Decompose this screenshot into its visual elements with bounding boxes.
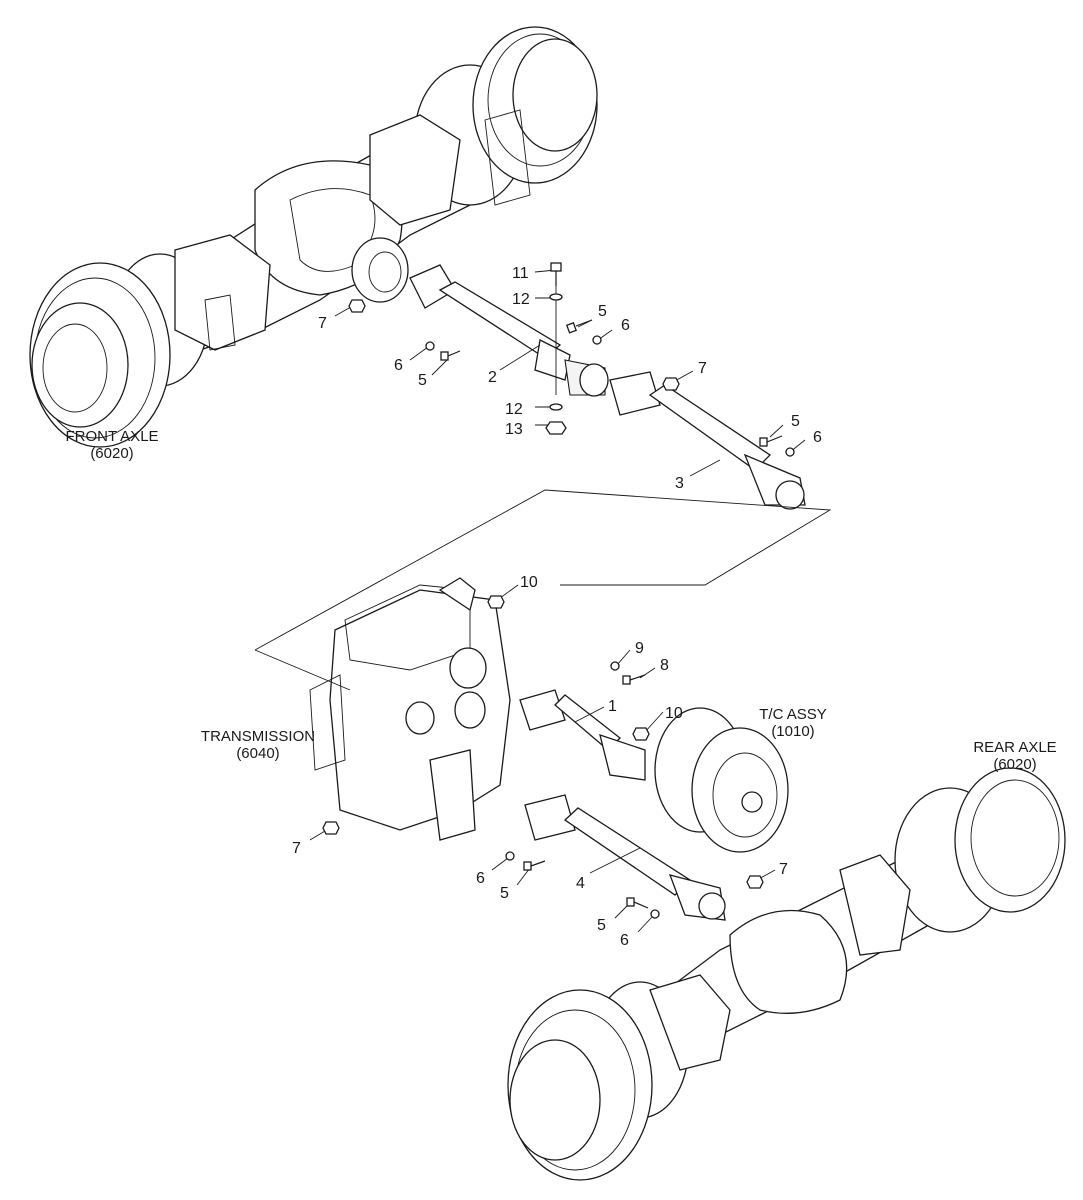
tc-assy-label: T/C ASSY bbox=[759, 706, 827, 723]
callout-9: 9 bbox=[635, 640, 644, 657]
front-axle-assembly bbox=[29, 26, 598, 448]
callout-5-b: 5 bbox=[418, 372, 427, 389]
callout-5-e: 5 bbox=[597, 917, 606, 934]
nut-10a bbox=[487, 595, 505, 609]
assembly-labels: FRONT AXLE (6020) TRANSMISSION (6040) T/… bbox=[65, 428, 1056, 773]
rear-axle-label: REAR AXLE bbox=[973, 739, 1056, 756]
callout-11: 11 bbox=[512, 265, 529, 282]
callout-numbers: 11 12 5 6 7 6 5 2 7 12 13 5 6 3 10 9 8 1… bbox=[292, 265, 822, 949]
front-axle-code: (6020) bbox=[90, 445, 133, 462]
transmission-code: (6040) bbox=[236, 745, 279, 762]
callout-10-a: 10 bbox=[520, 574, 538, 591]
callout-5-a: 5 bbox=[598, 303, 607, 320]
nut-7d bbox=[746, 875, 764, 889]
nut-13 bbox=[545, 421, 567, 435]
tc-assy-code: (1010) bbox=[771, 723, 814, 740]
callout-6-a: 6 bbox=[621, 317, 630, 334]
bolt-5b bbox=[440, 350, 461, 361]
washer-12-upper bbox=[549, 293, 563, 301]
callout-12-lower: 12 bbox=[505, 401, 523, 418]
drive-shaft-1 bbox=[519, 689, 646, 781]
callout-7-b: 7 bbox=[698, 360, 707, 377]
bolt-5c bbox=[759, 435, 783, 447]
bolt-8 bbox=[622, 674, 646, 685]
callout-10-b: 10 bbox=[665, 705, 683, 722]
rear-axle-code: (6020) bbox=[993, 756, 1036, 773]
washer-9 bbox=[610, 661, 620, 671]
drive-shaft-4 bbox=[524, 794, 726, 921]
callout-12-upper: 12 bbox=[512, 291, 530, 308]
callout-6-b: 6 bbox=[394, 357, 403, 374]
torque-converter-assembly bbox=[654, 707, 789, 853]
callout-8: 8 bbox=[660, 657, 669, 674]
rear-axle-assembly bbox=[507, 767, 1066, 1181]
callout-7-a: 7 bbox=[318, 315, 327, 332]
callout-6-d: 6 bbox=[476, 870, 485, 887]
callout-3: 3 bbox=[675, 475, 684, 492]
callout-1: 1 bbox=[608, 698, 617, 715]
washer-6a bbox=[592, 335, 602, 345]
callout-5-d: 5 bbox=[500, 885, 509, 902]
callout-2: 2 bbox=[488, 369, 497, 386]
nut-10b bbox=[632, 727, 650, 741]
nut-7c bbox=[322, 821, 340, 835]
washer-6d bbox=[505, 851, 515, 861]
callout-5-c: 5 bbox=[791, 413, 800, 430]
washer-6c bbox=[785, 447, 795, 457]
callout-13: 13 bbox=[505, 421, 523, 438]
callout-6-e: 6 bbox=[620, 932, 629, 949]
nut-7b bbox=[662, 377, 680, 391]
front-axle-label: FRONT AXLE bbox=[65, 428, 158, 445]
nut-7a bbox=[348, 299, 366, 313]
callout-6-c: 6 bbox=[813, 429, 822, 446]
transmission-assembly bbox=[309, 577, 511, 841]
bolt-5e bbox=[626, 897, 649, 909]
callout-7-d: 7 bbox=[779, 861, 788, 878]
washer-12-lower bbox=[549, 403, 563, 411]
washer-6e bbox=[650, 909, 660, 919]
drive-shaft-3 bbox=[609, 371, 806, 510]
drive-shaft-2 bbox=[409, 264, 609, 397]
bolt-11 bbox=[550, 262, 562, 286]
fasteners bbox=[322, 262, 795, 919]
bolt-5d bbox=[523, 860, 546, 871]
callout-4: 4 bbox=[576, 875, 585, 892]
washer-6b bbox=[425, 341, 435, 351]
assembly-boundary-lines bbox=[254, 489, 832, 691]
bolt-5a bbox=[565, 319, 593, 334]
transmission-label: TRANSMISSION bbox=[201, 728, 315, 745]
callout-7-c: 7 bbox=[292, 840, 301, 857]
